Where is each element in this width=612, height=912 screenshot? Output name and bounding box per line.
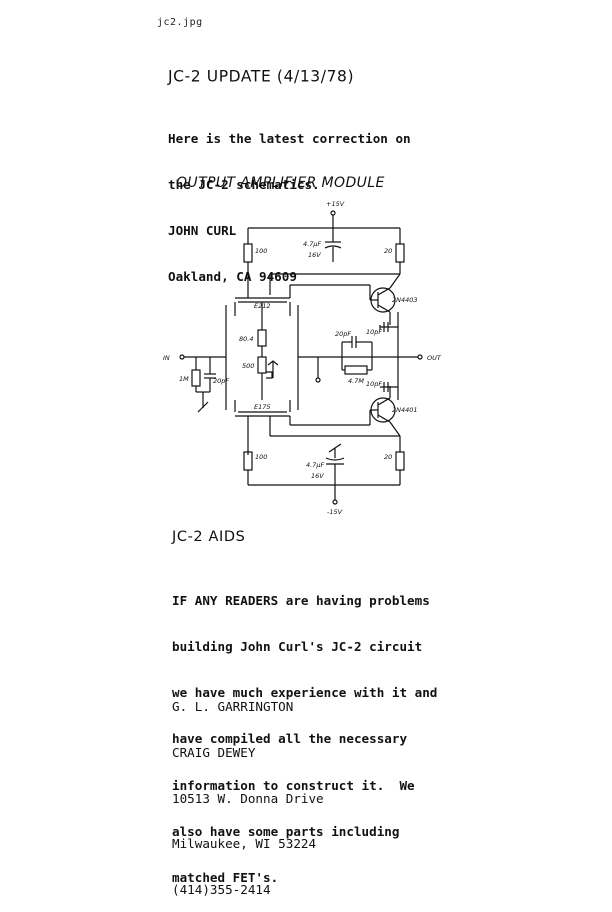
r-mid-label: 80.4 — [239, 335, 253, 343]
cap-top-value: 4.7µF — [303, 240, 321, 248]
resistor-top-left — [243, 243, 253, 263]
c-feedback-label: 20pF — [335, 330, 351, 338]
potentiometer — [257, 356, 267, 374]
plus-rail-terminal — [330, 210, 336, 216]
r-bottom-right-label: 20 — [384, 453, 392, 461]
cap-top-voltage: 16V — [308, 251, 321, 259]
minus-rail-terminal — [332, 499, 338, 505]
update-line: JOHN CURL — [168, 223, 237, 239]
c-bottom-comp-label: 10pF — [366, 380, 382, 388]
q-top-label: 2N4403 — [392, 296, 418, 304]
cap-bottom-value: 4.7µF — [306, 461, 324, 469]
schematic-title: OUTPUT AMPLIFIER MODULE — [176, 175, 385, 191]
update-text: Here is the latest correction on the JC-… — [168, 100, 411, 300]
output-amplifier-schematic: +15V 4.7µF 16V 100 20 E212 80.4 500 IN 1… — [163, 200, 442, 516]
input-resistor-label: 1M — [179, 375, 189, 383]
aids-line: we have much experience with it and — [172, 685, 438, 701]
aids-line: have compiled all the necessary — [172, 731, 408, 747]
r-top-right-label: 20 — [384, 247, 392, 255]
address-line: G. L. GARRINGTON — [172, 699, 294, 715]
r-top-left-label: 100 — [255, 247, 267, 255]
c-top-comp-label: 10pF — [366, 328, 382, 336]
pot-label: 500 — [242, 362, 254, 370]
address-line: 10513 W. Donna Drive — [172, 790, 324, 806]
r-bottom-left-label: 100 — [255, 453, 267, 461]
address-line: (414)355-2414 — [172, 881, 271, 897]
aids-line: information to construct it. We — [172, 777, 415, 793]
input-resistor — [191, 369, 201, 387]
ground-node — [315, 377, 321, 383]
input-terminal — [179, 354, 185, 360]
address-line: CRAIG DEWEY — [172, 745, 256, 760]
aids-title: JC-2 AIDS — [172, 529, 246, 545]
file-label: jc2.jpg — [157, 17, 203, 28]
r-feedback-label: 4.7M — [348, 377, 364, 385]
resistor-bottom-right — [395, 451, 405, 471]
input-label: IN — [163, 354, 170, 362]
update-line: the JC-2 schematics. — [168, 177, 320, 193]
aids-address: G. L. GARRINGTON CRAIG DEWEY 10513 W. Do… — [172, 669, 324, 912]
output-label: OUT — [427, 354, 442, 362]
minus-rail-label: -15V — [327, 508, 343, 516]
resistor-top-right — [395, 243, 405, 263]
aids-line: IF ANY READERS are having problems — [172, 592, 430, 608]
update-title: JC-2 UPDATE (4/13/78) — [168, 66, 355, 86]
address-line: Milwaukee, WI 53224 — [172, 836, 317, 852]
output-terminal — [417, 354, 423, 360]
input-cap-label: 20pF — [213, 377, 229, 385]
cap-bottom-voltage: 16V — [311, 472, 324, 480]
resistor-mid — [257, 329, 267, 347]
fet-bottom-label: E175 — [254, 403, 271, 411]
aids-line: building John Curl's JC-2 circuit — [172, 639, 423, 655]
plus-rail-label: +15V — [326, 200, 345, 208]
update-line: Here is the latest correction on — [168, 130, 411, 146]
q-bottom-label: 2N4401 — [392, 406, 418, 414]
feedback-resistor — [344, 365, 368, 375]
